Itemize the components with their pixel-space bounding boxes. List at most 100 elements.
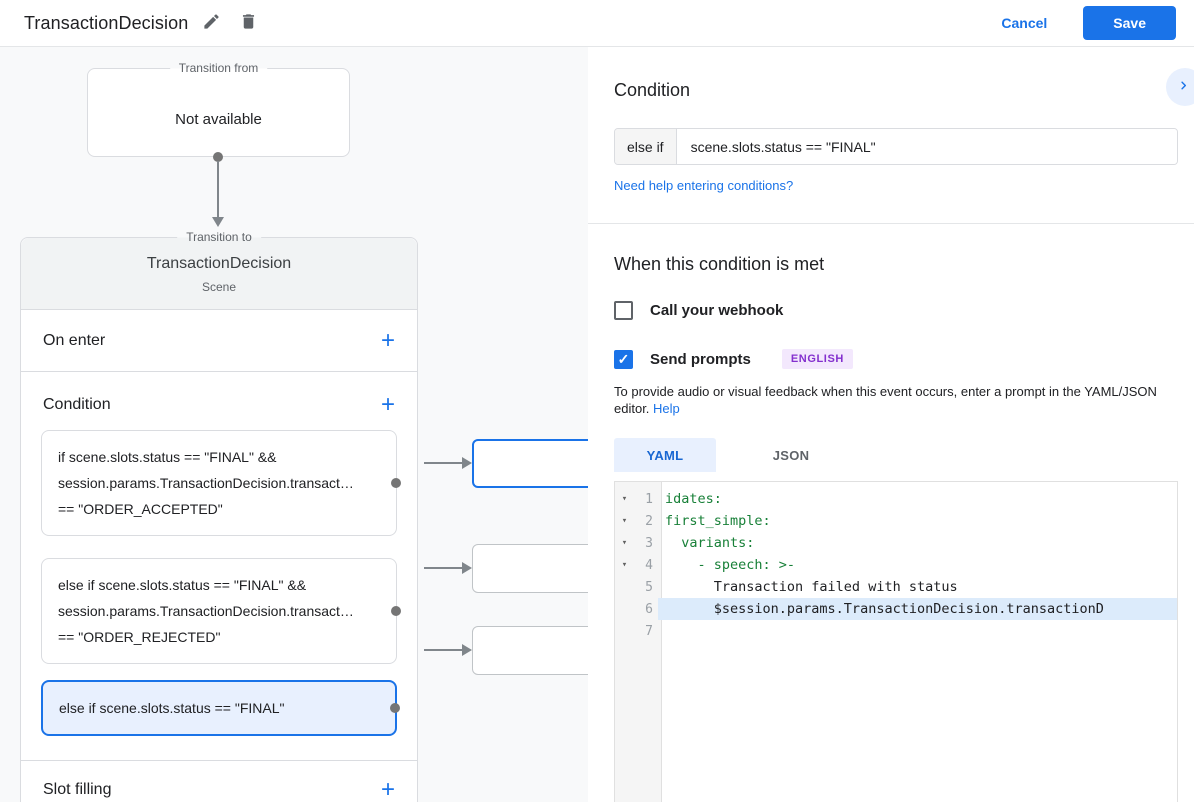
send-prompts-label: Send prompts: [650, 350, 751, 368]
line-number: 2: [645, 513, 653, 529]
code-line[interactable]: ▾ 2 first_simple:: [615, 510, 1177, 532]
line-number: 4: [645, 557, 653, 573]
condition-section-label: Condition: [43, 396, 111, 413]
scene-header: TransactionDecision Scene: [21, 238, 417, 310]
prompt-note-text: To provide audio or visual feedback when…: [614, 384, 1157, 416]
add-icon[interactable]: +: [380, 776, 395, 802]
connector-dot: [213, 152, 223, 162]
scene-flow-diagram: Transition from Not available Transition…: [0, 47, 588, 802]
call-webhook-label: Call your webhook: [650, 302, 784, 319]
yaml-code-editor[interactable]: ▾ 1 idates: ▾ 2 first_simple: ▾ 3 varian…: [614, 481, 1178, 802]
tab-json[interactable]: JSON: [772, 447, 810, 463]
connector-dot: [391, 478, 401, 488]
line-number: 3: [645, 535, 653, 551]
fold-toggle-icon[interactable]: ▾: [621, 516, 628, 526]
connector-line: [424, 567, 464, 569]
arrow-right-head: [462, 644, 472, 656]
cancel-button[interactable]: Cancel: [1001, 15, 1048, 31]
send-prompts-row: ✓ Send prompts ENGLISH: [614, 349, 1178, 369]
add-icon[interactable]: +: [380, 391, 395, 418]
transition-to-legend: Transition to: [177, 230, 261, 245]
transition-target-node[interactable]: [472, 544, 588, 593]
condition-operator-label: else if: [615, 129, 677, 164]
pencil-icon: [202, 12, 221, 34]
delete-button[interactable]: [235, 8, 262, 38]
code-text: variants:: [665, 535, 755, 551]
connector-dot: [390, 703, 400, 713]
condition-card-order-rejected[interactable]: else if scene.slots.status == "FINAL" &&…: [41, 558, 401, 664]
fold-toggle-icon[interactable]: ▾: [621, 538, 628, 548]
transition-to-box: Transition to TransactionDecision Scene …: [20, 230, 418, 802]
when-met-title: When this condition is met: [614, 254, 825, 274]
send-prompts-checkbox[interactable]: ✓: [614, 349, 633, 369]
line-number: 1: [645, 491, 653, 507]
condition-text: if scene.slots.status == "FINAL" &&: [58, 449, 277, 465]
connector-line: [424, 649, 464, 651]
condition-expression-input[interactable]: [676, 129, 1177, 164]
trash-icon: [239, 12, 258, 34]
top-bar: TransactionDecision Cancel Save: [0, 0, 1194, 47]
add-icon[interactable]: +: [380, 326, 395, 354]
fold-toggle-icon[interactable]: ▾: [621, 494, 628, 504]
call-webhook-checkbox[interactable]: [614, 301, 633, 320]
code-line[interactable]: ▾ 1 idates:: [615, 488, 1177, 510]
code-text: [658, 620, 1177, 642]
code-text: - speech: >-: [665, 557, 796, 573]
code-line[interactable]: ▾ 4 - speech: >-: [615, 554, 1177, 576]
page-title: TransactionDecision: [24, 12, 189, 33]
condition-text: == "ORDER_ACCEPTED": [58, 501, 223, 517]
section-divider: [588, 223, 1194, 224]
transition-from-legend: Transition from: [169, 61, 268, 76]
condition-card-order-accepted[interactable]: if scene.slots.status == "FINAL" && sess…: [41, 430, 401, 536]
arrow-right-head: [462, 562, 472, 574]
line-number: 5: [645, 579, 653, 595]
line-number: 6: [645, 601, 653, 617]
condition-card-final-selected[interactable]: else if scene.slots.status == "FINAL": [41, 680, 400, 736]
condition-section: Condition + if scene.slots.status == "FI…: [21, 372, 417, 761]
condition-panel-title: Condition: [614, 80, 691, 100]
language-badge: ENGLISH: [781, 349, 853, 369]
edit-button[interactable]: [198, 8, 225, 38]
scene-title: TransactionDecision: [146, 255, 292, 272]
condition-editor-panel: Condition else if Need help entering con…: [588, 47, 1194, 802]
connector-dot: [391, 606, 401, 616]
tab-yaml[interactable]: YAML: [614, 438, 716, 472]
code-line[interactable]: 7: [615, 620, 1177, 642]
arrow-right-head: [462, 457, 472, 469]
condition-text: session.params.TransactionDecision.trans…: [58, 603, 354, 619]
save-button[interactable]: Save: [1083, 6, 1176, 40]
condition-text: else if scene.slots.status == "FINAL" &&: [58, 577, 307, 593]
line-number: 7: [645, 623, 653, 639]
transition-target-node[interactable]: [472, 439, 588, 488]
slot-filling-label: Slot filling: [43, 781, 112, 798]
condition-text: session.params.TransactionDecision.trans…: [58, 475, 354, 491]
code-text: Transaction failed with status: [665, 579, 958, 595]
transition-from-value: Not available: [175, 111, 262, 128]
on-enter-row[interactable]: On enter +: [21, 310, 417, 372]
editor-gutter: [615, 482, 662, 802]
arrow-down-head: [212, 217, 224, 227]
checkmark-icon: ✓: [617, 351, 630, 367]
fold-toggle-icon[interactable]: ▾: [621, 560, 628, 570]
code-text: idates:: [665, 491, 722, 507]
chevron-right-icon: [1175, 77, 1192, 97]
condition-text: == "ORDER_REJECTED": [58, 629, 221, 645]
editor-tab-bar: YAML JSON: [614, 438, 1178, 472]
code-line[interactable]: ▾ 3 variants:: [615, 532, 1177, 554]
code-text: $session.params.TransactionDecision.tran…: [658, 598, 1177, 620]
code-line-active[interactable]: 6 $session.params.TransactionDecision.tr…: [615, 598, 1177, 620]
call-webhook-row: Call your webhook: [614, 301, 1178, 320]
transition-from-box: Transition from Not available: [87, 61, 350, 157]
scene-subtitle: Scene: [201, 280, 237, 294]
slot-filling-section: Slot filling + Slot validation: [21, 761, 417, 802]
on-enter-label: On enter: [43, 331, 106, 349]
help-link[interactable]: Help: [653, 401, 680, 416]
code-text: first_simple:: [665, 513, 771, 529]
connector-line: [217, 161, 219, 217]
collapse-panel-button[interactable]: [1166, 68, 1194, 106]
code-line[interactable]: 5 Transaction failed with status: [615, 576, 1177, 598]
prompt-note: To provide audio or visual feedback when…: [614, 383, 1176, 417]
connector-line: [424, 462, 464, 464]
transition-target-node[interactable]: [472, 626, 588, 675]
conditions-help-link[interactable]: Need help entering conditions?: [614, 178, 794, 193]
